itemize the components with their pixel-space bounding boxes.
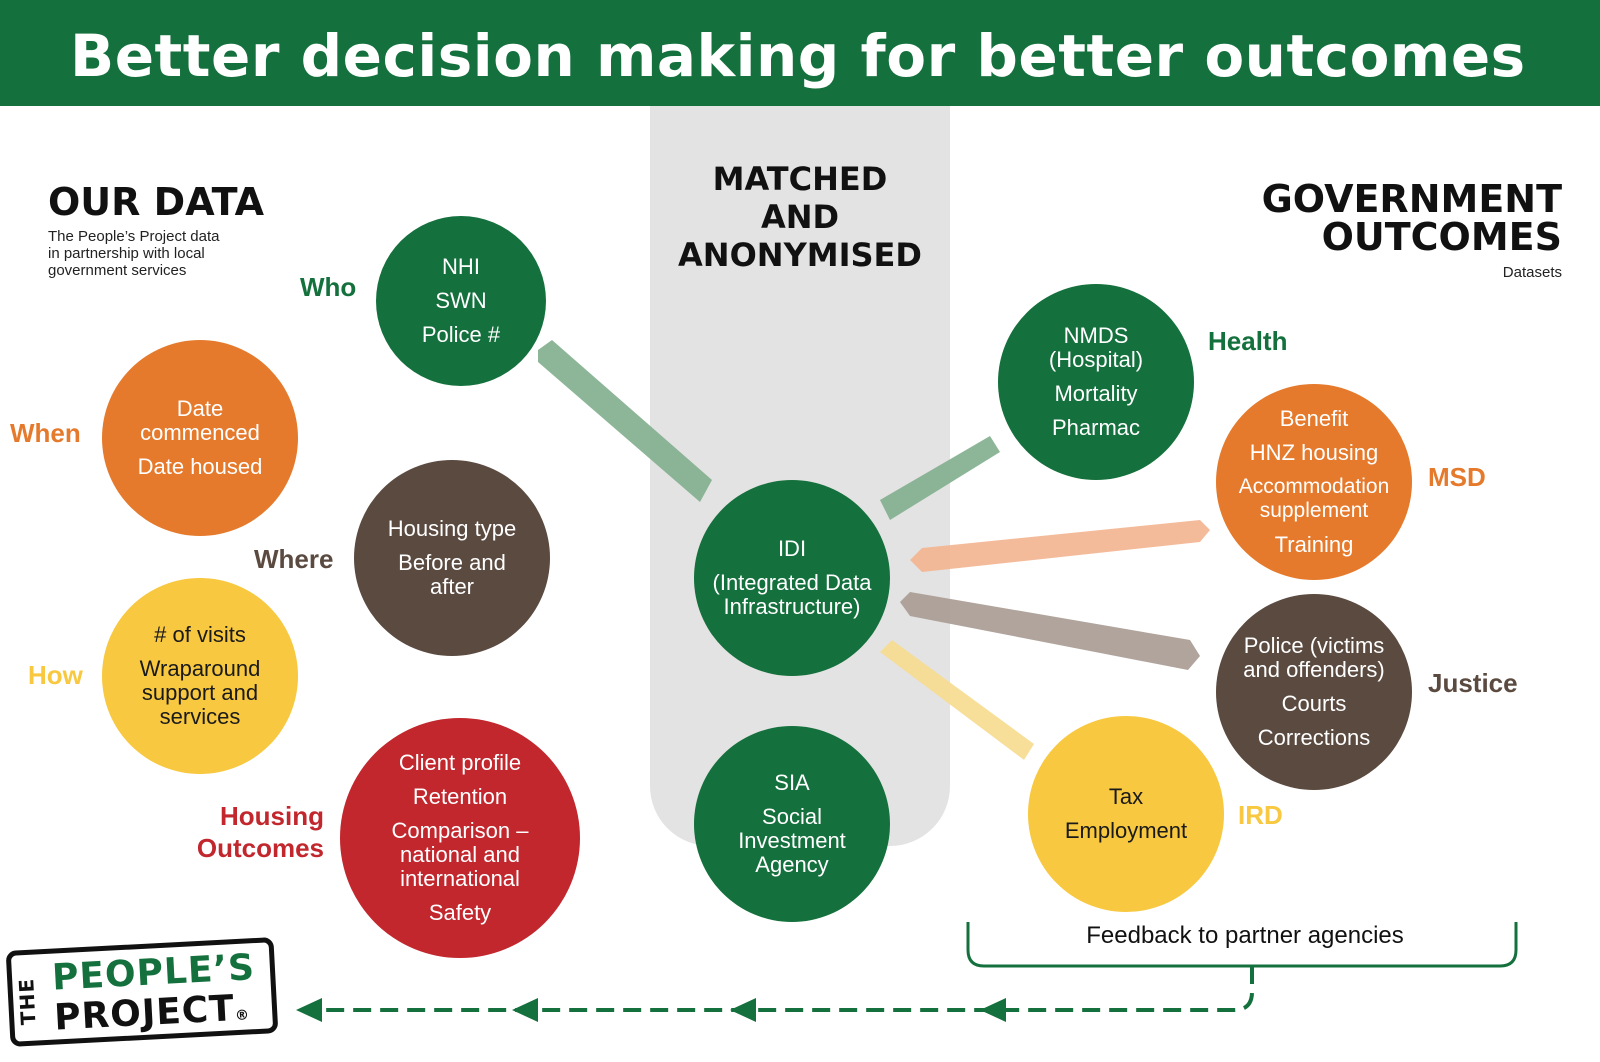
msd-item: Accommodation supplement (1238, 475, 1390, 522)
feedback-label: Feedback to partner agencies (1086, 922, 1404, 949)
justice-item: Police (victims and offenders) (1243, 633, 1385, 682)
msd-item: Benefit (1279, 406, 1349, 431)
health-item: Pharmac (1051, 415, 1141, 440)
housing-item: Comparison – national and international (391, 818, 529, 891)
housing-label-line-1: Housing (220, 801, 324, 831)
ird-circle: Tax Employment (1028, 716, 1224, 912)
feedback-arrowhead-3 (730, 998, 756, 1022)
where-label: Where (254, 544, 334, 574)
ird-item: Tax (1108, 784, 1144, 809)
our-data-subtitle: The People’s Project data in partnership… (48, 228, 220, 279)
where-circle: Housing type Before and after (354, 460, 550, 656)
logo-line-2-text: PROJECT (53, 988, 236, 1039)
matched-heading: MATCHED AND ANONYMISED (650, 160, 950, 274)
idi-circle: IDI (Integrated Data Infrastructure) (694, 480, 890, 676)
msd-connector (910, 520, 1210, 572)
our-data-heading: OUR DATA (48, 180, 265, 224)
health-item: NMDS (Hospital) (1048, 323, 1144, 372)
feedback-arrowhead-2 (512, 998, 538, 1022)
feedback-arrowhead-4 (980, 998, 1006, 1022)
who-item: NHI (442, 254, 480, 279)
ird-label: IRD (1238, 800, 1283, 830)
where-item: Before and after (398, 550, 506, 599)
justice-item: Corrections (1257, 725, 1371, 750)
idi-item: (Integrated Data Infrastructure) (712, 570, 872, 619)
feedback-arrowhead-1 (296, 998, 322, 1022)
how-circle: # of visits Wraparound support and servi… (102, 578, 298, 774)
when-circle: Date commenced Date housed (102, 340, 298, 536)
justice-connector (900, 592, 1200, 670)
who-item: Police # (421, 322, 501, 347)
government-line-1: GOVERNMENT (1261, 177, 1562, 221)
ird-item: Employment (1064, 818, 1188, 843)
matched-line-1: MATCHED (712, 160, 888, 198)
housing-circle: Client profile Retention Comparison – na… (340, 718, 580, 958)
feedback-bracket (966, 922, 1518, 968)
government-subtitle: Datasets (1502, 264, 1562, 281)
feedback-dashed-line (310, 966, 1254, 1012)
justice-circle: Police (victims and offenders) Courts Co… (1216, 594, 1412, 790)
ird-connector (880, 640, 1034, 760)
msd-circle: Benefit HNZ housing Accommodation supple… (1216, 384, 1412, 580)
justice-label: Justice (1428, 668, 1518, 698)
how-label: How (28, 660, 83, 690)
peoples-project-logo: THE PEOPLE’S PROJECT® (5, 937, 279, 1047)
sia-item: Social Investment Agency (738, 804, 846, 877)
sia-circle: SIA Social Investment Agency (694, 726, 890, 922)
who-circle: NHI SWN Police # (376, 216, 546, 386)
page-title: Better decision making for better outcom… (70, 22, 1526, 90)
health-item: Mortality (1054, 381, 1138, 406)
msd-item: Training (1274, 532, 1354, 557)
how-item: Wraparound support and services (139, 656, 261, 729)
housing-label: Housing Outcomes (190, 800, 324, 864)
when-item: Date housed (137, 454, 263, 479)
justice-item: Courts (1281, 691, 1347, 716)
government-heading: GOVERNMENT OUTCOMES (1262, 180, 1562, 256)
matched-line-2: AND (760, 198, 840, 236)
health-label: Health (1208, 326, 1288, 356)
logo-line-2: PROJECT® (53, 987, 251, 1038)
when-item: Date commenced (140, 396, 260, 445)
sia-item: SIA (774, 770, 810, 795)
who-connector (538, 340, 712, 502)
registered-mark: ® (234, 1007, 251, 1025)
matched-line-3: ANONYMISED (678, 236, 922, 274)
idi-item: IDI (777, 536, 807, 561)
where-item: Housing type (387, 516, 517, 541)
msd-label: MSD (1428, 462, 1486, 492)
health-connector (880, 436, 1000, 520)
housing-label-line-2: Outcomes (196, 833, 324, 863)
msd-item: HNZ housing (1249, 440, 1379, 465)
who-label: Who (300, 272, 357, 302)
housing-item: Client profile (398, 750, 522, 775)
government-line-2: OUTCOMES (1321, 215, 1562, 259)
housing-item: Safety (428, 900, 492, 925)
health-circle: NMDS (Hospital) Mortality Pharmac (998, 284, 1194, 480)
housing-item: Retention (412, 784, 508, 809)
who-item: SWN (435, 288, 487, 313)
logo-the: THE (14, 977, 41, 1026)
title-banner: Better decision making for better outcom… (0, 0, 1600, 106)
when-label: When (10, 418, 81, 448)
how-item: # of visits (154, 622, 246, 647)
